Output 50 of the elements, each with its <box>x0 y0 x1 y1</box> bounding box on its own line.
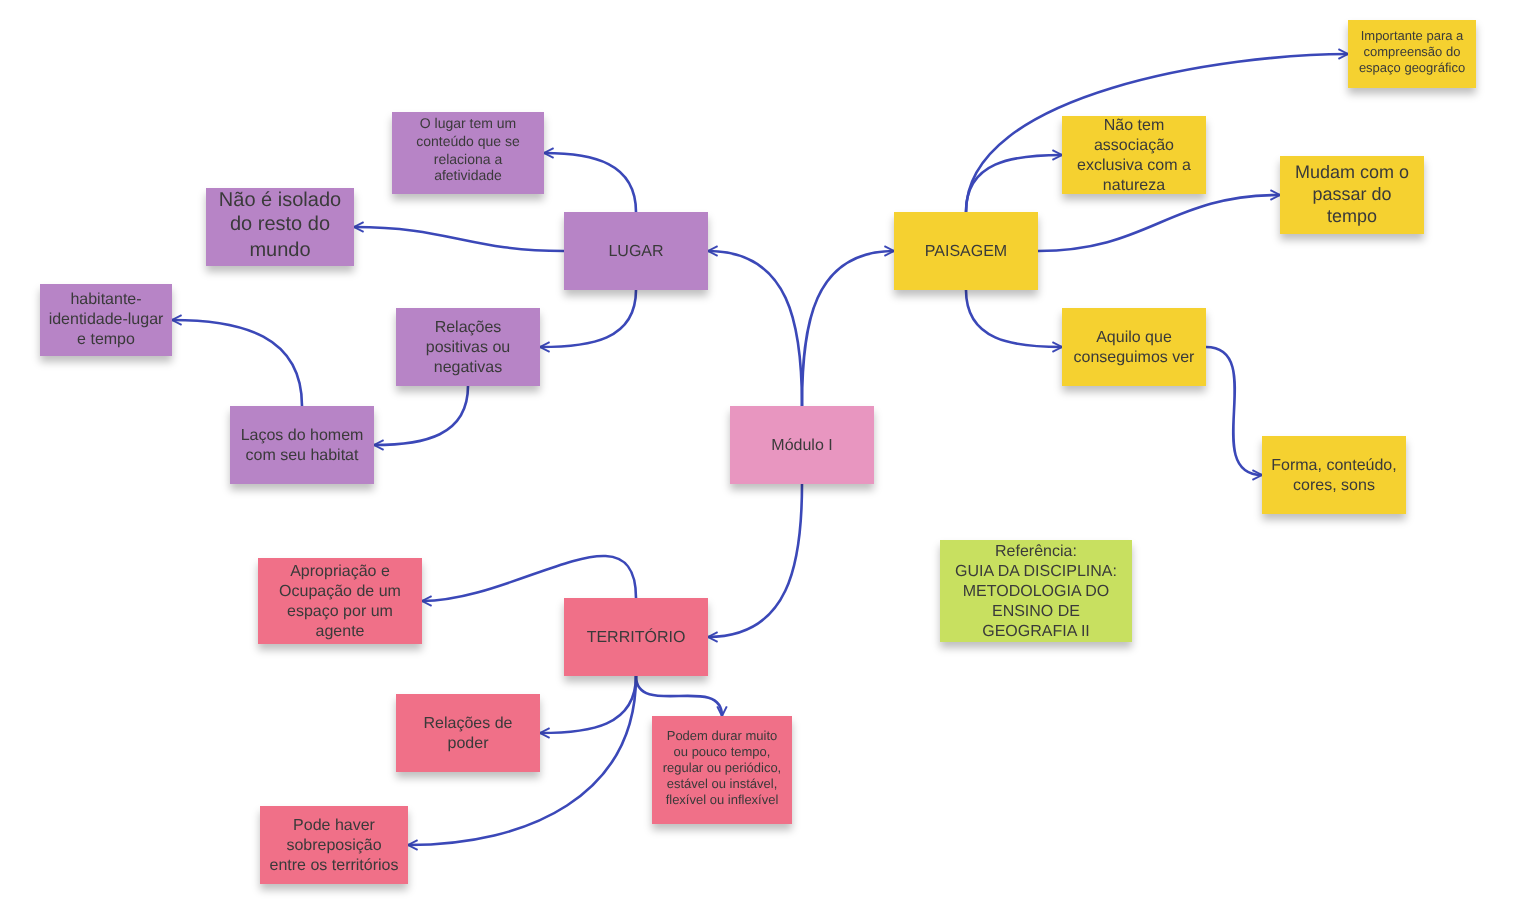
arrow <box>373 385 470 451</box>
arrow <box>800 246 895 406</box>
arrow <box>539 675 638 739</box>
note-text: TERRITÓRIO <box>586 627 686 647</box>
note-text: LUGAR <box>608 241 664 261</box>
arrow <box>539 289 638 353</box>
note-text: Não tem associação exclusiva com a natureza <box>1075 115 1193 195</box>
note-text: Aquilo que conseguimos ver <box>1071 327 1197 367</box>
note-text: Não é isolado do resto do mundo <box>216 189 344 265</box>
sticky-note <box>730 406 874 484</box>
sticky-note <box>392 112 544 194</box>
sticky-note <box>1062 308 1206 386</box>
arrow <box>964 149 1063 213</box>
sticky-note <box>894 212 1038 290</box>
note-text: Relações de poder <box>421 713 515 753</box>
note-text: habitante-identidade-lugar e tempo <box>48 290 164 350</box>
note-text: Relações positivas ou negativas <box>423 317 513 377</box>
note-text: Apropriação e Ocupação de um espaço por um agente <box>277 561 403 641</box>
arrow <box>1037 189 1281 253</box>
arrow <box>1205 345 1263 479</box>
arrow <box>421 554 638 606</box>
sticky-note <box>564 598 708 676</box>
sticky-note <box>1062 116 1206 194</box>
note-text: Pode haver sobreposição entre os territórios <box>268 815 400 875</box>
sticky-note <box>564 212 708 290</box>
arrow <box>634 675 726 717</box>
arrow <box>543 147 638 213</box>
arrow <box>407 675 638 851</box>
note-text: Laços do homem com seu habitat <box>238 425 366 465</box>
arrow <box>171 314 304 407</box>
sticky-note <box>652 716 792 824</box>
sticky-note <box>1262 436 1406 514</box>
sticky-note <box>396 694 540 772</box>
arrow <box>353 221 565 253</box>
note-text: PAISAGEM <box>924 241 1008 261</box>
sticky-note <box>1280 156 1424 234</box>
sticky-note <box>940 540 1132 642</box>
note-heading: Referência: <box>995 541 1077 561</box>
sticky-note <box>258 558 422 644</box>
sticky-note <box>230 406 374 484</box>
sticky-note <box>206 188 354 266</box>
arrow <box>964 48 1349 213</box>
sticky-note <box>396 308 540 386</box>
arrow <box>964 289 1063 353</box>
note-text: Módulo I <box>771 435 833 455</box>
note-text: Mudam com o passar do tempo <box>1292 161 1412 229</box>
sticky-note <box>1348 20 1476 88</box>
note-text: Forma, conteúdo, cores, sons <box>1270 455 1398 495</box>
arrow <box>707 483 804 642</box>
note-text: GUIA DA DISCIPLINA: METODOLOGIA DO ENSINO DE GEOGRAFIA II <box>953 561 1119 641</box>
